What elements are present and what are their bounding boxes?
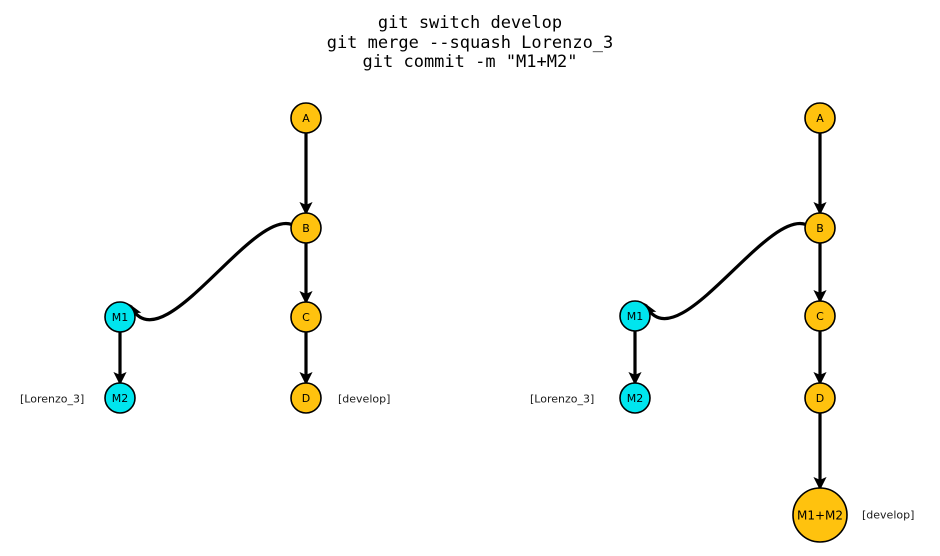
commit-circle [804, 300, 836, 332]
commit-circle [804, 212, 836, 244]
commit-node-B[interactable]: B [290, 212, 322, 244]
commit-node-C[interactable]: C [290, 301, 322, 333]
commit-circle [792, 487, 848, 543]
branch-label-develop: [develop] [338, 393, 390, 406]
commit-node-M1M2[interactable]: M1+M2 [792, 487, 848, 543]
edge-B-to-M1 [644, 221, 806, 321]
commit-node-M2[interactable]: M2 [104, 382, 136, 414]
commit-node-M2[interactable]: M2 [619, 382, 651, 414]
branch-label-lorenzo_3: [Lorenzo_3] [20, 393, 84, 406]
commit-circle [290, 301, 322, 333]
commit-node-A[interactable]: A [290, 102, 322, 134]
commit-circle [804, 382, 836, 414]
commit-circle [104, 382, 136, 414]
commit-circle [290, 102, 322, 134]
command-title: git switch develop git merge --squash Lo… [326, 13, 614, 72]
branch-label-lorenzo_3: [Lorenzo_3] [530, 393, 594, 406]
commit-circle [619, 382, 651, 414]
commit-node-M1[interactable]: M1 [104, 301, 136, 333]
commit-circle [290, 382, 322, 414]
commit-circle [619, 300, 651, 332]
commit-node-M1[interactable]: M1 [619, 300, 651, 332]
commit-node-C[interactable]: C [804, 300, 836, 332]
edge-B-to-M1 [129, 221, 292, 322]
commit-node-D[interactable]: D [804, 382, 836, 414]
commit-node-A[interactable]: A [804, 102, 836, 134]
commit-circle [804, 102, 836, 134]
commit-circle [104, 301, 136, 333]
commit-node-B[interactable]: B [804, 212, 836, 244]
commit-circle [290, 212, 322, 244]
commit-node-D[interactable]: D [290, 382, 322, 414]
branch-label-develop: [develop] [862, 509, 914, 522]
